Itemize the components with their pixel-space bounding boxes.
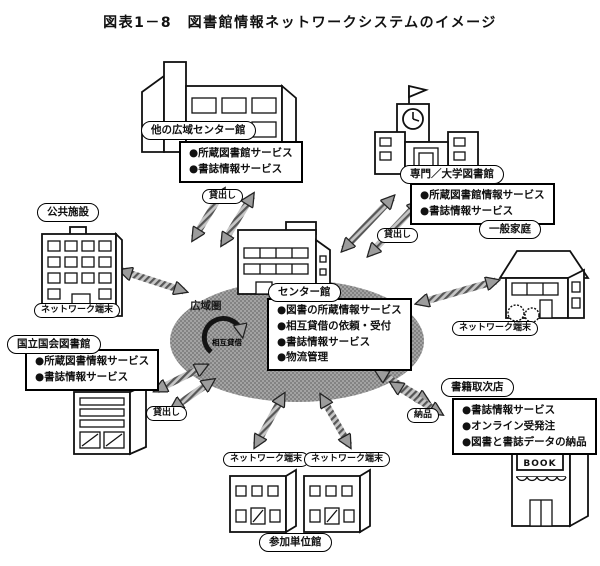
service-item: ●オンライン受発注 xyxy=(462,419,556,432)
service-item: ●相互貸借の依頼・受付 xyxy=(277,319,392,332)
house-icon xyxy=(498,250,590,323)
flow-arrow-branch-2 xyxy=(220,196,255,243)
center-hall-services: ●図書の所蔵情報サービス ●相互貸借の依頼・受付 ●書誌情報サービス ●物流管理 xyxy=(267,298,412,371)
service-item: ●書誌情報サービス xyxy=(35,370,129,383)
public-facility-label: 公共施設 xyxy=(37,203,99,223)
service-item: ●書誌情報サービス xyxy=(420,204,514,217)
flow-arrow-unit-left xyxy=(252,396,287,445)
branch-center-label: 他の広域センター館 xyxy=(141,121,256,141)
university-label: 専門／大学図書館 xyxy=(400,165,504,185)
cycle-label: 相互貸借 xyxy=(212,337,242,347)
distributor-services: ●書誌情報サービス ●オンライン受発注 ●図書と書誌データの納品 xyxy=(452,398,597,456)
network-terminal-label-public: ネットワーク端末 xyxy=(34,303,121,319)
flow-arrow-household xyxy=(419,281,496,303)
ndl-label: 国立国会図書館 xyxy=(7,335,101,355)
distributor-label: 書籍取次店 xyxy=(441,378,514,398)
unit-library-left-icon xyxy=(229,468,297,534)
lending-label-ndl: 貸出し xyxy=(146,406,188,422)
lending-label-branch: 貸出し xyxy=(202,189,244,205)
ndl-services: ●所蔵図書情報サービス ●書誌情報サービス xyxy=(25,349,160,391)
flow-arrow-unit-right xyxy=(318,397,353,445)
unit-library-right-icon xyxy=(303,468,371,534)
network-terminal-label-unit-left: ネットワーク端末 xyxy=(223,452,310,468)
university-building-icon xyxy=(374,84,479,175)
delivery-label: 納品 xyxy=(407,408,440,424)
network-terminal-label-unit-right: ネットワーク端末 xyxy=(304,452,391,468)
university-services: ●所蔵図書館情報サービス ●書誌情報サービス xyxy=(410,183,555,225)
flow-arrow-ndl-2 xyxy=(173,381,212,408)
service-item: ●所蔵図書館情報サービス xyxy=(420,189,545,201)
flow-arrow-public xyxy=(122,271,184,291)
service-item: ●物流管理 xyxy=(277,351,329,364)
bookstore-icon: BOOK xyxy=(511,436,589,528)
service-item: ●書誌情報サービス xyxy=(277,335,371,348)
service-item: ●所蔵図書館サービス xyxy=(189,147,293,159)
zone-label: 広域圏 xyxy=(190,299,222,312)
service-item: ●図書の所蔵情報サービス xyxy=(277,304,402,316)
ndl-building-icon xyxy=(73,383,147,456)
diagram-title: 図表1－8 図書館情報ネットワークシステムのイメージ xyxy=(103,15,497,31)
network-terminal-label-household: ネットワーク端末 xyxy=(452,321,539,337)
participants-label: 参加単位館 xyxy=(259,533,332,553)
service-item: ●書誌情報サービス xyxy=(462,404,556,416)
household-label: 一般家庭 xyxy=(479,220,541,240)
service-item: ●書誌情報サービス xyxy=(189,162,283,175)
branch-center-services: ●所蔵図書館サービス ●書誌情報サービス xyxy=(179,141,303,183)
center-hall-label: センター館 xyxy=(268,283,341,303)
service-item: ●所蔵図書情報サービス xyxy=(35,355,150,367)
interlibrary-loan-cycle-icon: 相互貸借 xyxy=(201,316,242,354)
service-item: ●図書と書誌データの納品 xyxy=(462,435,587,448)
lending-label-university: 貸出し xyxy=(377,228,419,244)
bookstore-sign: BOOK xyxy=(523,459,556,469)
